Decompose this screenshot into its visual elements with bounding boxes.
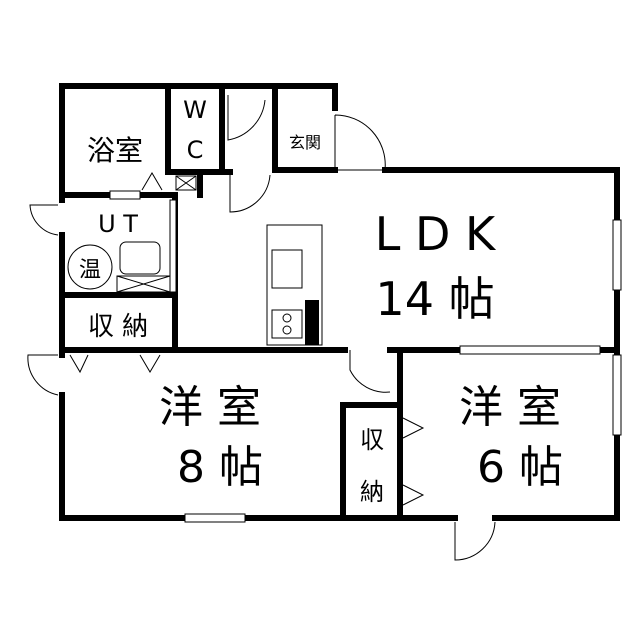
water-heater-icon xyxy=(67,244,113,290)
walls xyxy=(59,83,620,521)
windows xyxy=(109,190,622,523)
bath-label: 浴室 xyxy=(87,134,143,167)
ldk-label: L D K xyxy=(375,207,497,261)
storage-label: 収 納 xyxy=(88,312,148,342)
closet-label-bottom: 納 xyxy=(360,478,384,506)
wc-label-w: W xyxy=(183,96,207,124)
water-heater-label: 温 xyxy=(79,258,101,283)
entrance-label: 玄関 xyxy=(289,133,321,152)
western6-size: 6 帖 xyxy=(477,442,563,493)
western6-label: 洋 室 xyxy=(459,382,561,433)
kitchen-counter xyxy=(266,224,323,346)
closet-label-top: 収 xyxy=(360,426,384,454)
ldk-size: 14 帖 xyxy=(375,272,494,326)
room-labels: 浴室 W C 玄関 U T 温 収 納 L D K 14 帖 洋 室 8 帖 洋… xyxy=(79,96,563,506)
doors[interactable] xyxy=(27,95,496,561)
ut-label: U T xyxy=(98,210,138,238)
western8-size: 8 帖 xyxy=(177,442,263,493)
fixtures xyxy=(67,175,323,346)
stove-icon xyxy=(271,309,303,339)
western8-label: 洋 室 xyxy=(159,382,261,433)
sink-icon xyxy=(271,249,303,289)
wc-label-c: C xyxy=(187,136,204,164)
